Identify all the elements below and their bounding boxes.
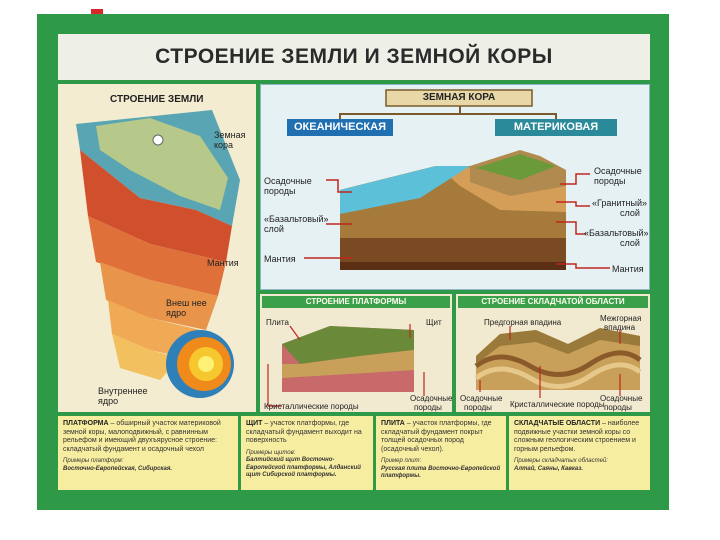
continental-tab <box>495 119 617 136</box>
definition-text: – участок платформы, где складчатый фунд… <box>381 420 492 453</box>
connector-left <box>339 106 461 119</box>
platform-sediment-label-1: Осадочные <box>410 394 453 403</box>
definition-text: – наиболее подвижные участки земной коры… <box>514 420 640 453</box>
red-marker <box>91 9 103 14</box>
crust-label-line2: кора <box>214 140 234 150</box>
pointer-right-basalt <box>556 221 586 235</box>
definition-shield: ЩИТ – участок платформы, где складчатый … <box>241 416 373 490</box>
block-base <box>340 262 566 270</box>
fold-sediment2-label-2: породы <box>604 403 632 412</box>
foredeep-label: Предгорная впадина <box>484 318 562 327</box>
definition-example-label: Примеры щитов: <box>246 449 296 456</box>
left-label-sediment-1: Осадочные <box>264 176 312 186</box>
fold-sediment2-label-1: Осадочные <box>600 394 643 403</box>
oceanic-tab-label: ОКЕАНИЧЕСКАЯ <box>294 121 386 133</box>
right-label-basalt-2: слой <box>620 238 640 248</box>
pointer-plate <box>289 325 301 341</box>
outer-core-label-line2: ядро <box>166 308 187 318</box>
shield-label: Щит <box>426 318 442 327</box>
mantle-layer-2 <box>88 216 226 296</box>
definition-example: Русская плита Восточно-Европейской платф… <box>381 465 501 480</box>
pointer-left-sediment <box>326 179 352 193</box>
left-label-sediment-2: породы <box>264 186 296 196</box>
mantle-label: Мантия <box>207 258 239 268</box>
definition-example-label: Примеры платформ: <box>63 458 124 464</box>
ocean-water <box>340 166 470 214</box>
fold-layer-1 <box>474 350 642 377</box>
right-label-granite-1: «Гранитный» <box>592 198 647 208</box>
fold-mountains <box>476 328 640 364</box>
land-surface <box>96 118 228 210</box>
crust-heading: ЗЕМНАЯ КОРА <box>422 92 496 103</box>
definition-term: ПЛАТФОРМА <box>63 420 109 427</box>
inner-core-label-line2: ядро <box>98 396 119 406</box>
inner-core-label-line1: Внутреннее <box>98 386 148 396</box>
pointer-right-granite <box>556 201 590 207</box>
definition-platform: ПЛАТФОРМА – обширный участок материковой… <box>58 416 238 490</box>
oceanic-tab <box>287 119 393 136</box>
definition-fold-area: СКЛАДЧАТЫЕ ОБЛАСТИ – наиболее подвижные … <box>509 416 650 490</box>
intermontane-label-2: впадина <box>604 323 636 332</box>
right-label-mantle: Мантия <box>612 264 644 274</box>
pointer-crystalline <box>267 364 282 407</box>
core-center <box>198 356 214 372</box>
inner-core-slice <box>112 334 180 380</box>
definition-example: Балтийский щит Восточно-Европейской плат… <box>246 457 361 478</box>
location-marker-icon <box>152 134 164 146</box>
mantle-layer-3 <box>100 262 218 330</box>
mantle-layer-1 <box>80 150 232 262</box>
fold-sediment-label-2: породы <box>464 403 492 412</box>
outer-core-label-line1: Внеш нее <box>166 298 207 308</box>
left-label-basalt-1: «Базальтовый» <box>264 214 329 224</box>
definition-example: Восточно-Европейская, Сибирская. <box>63 465 173 472</box>
earth-heading: СТРОЕНИЕ ЗЕМЛИ <box>110 94 204 105</box>
platform-sediment-label-2: породы <box>414 403 442 412</box>
fold-crystalline-label: Кристаллические породы <box>510 400 605 409</box>
definition-example-label: Пример плит: <box>381 458 422 464</box>
definition-text: – участок платформы, где складчатый фунд… <box>246 420 362 444</box>
fold-sediment-label-1: Осадочные <box>460 394 503 403</box>
pointer-right-mantle <box>556 263 610 269</box>
plate-label: Плита <box>266 318 289 327</box>
definition-example-label: Примеры складчатых областей: <box>514 458 608 464</box>
right-label-granite-2: слой <box>620 208 640 218</box>
left-label-basalt-2: слой <box>264 224 284 234</box>
right-label-sediment-2: породы <box>594 176 626 186</box>
definition-plate: ПЛИТА – участок платформы, где складчаты… <box>376 416 506 490</box>
crust-label-line1: Земная <box>214 130 246 140</box>
definition-term: ПЛИТА <box>381 420 405 427</box>
connector-right <box>460 113 557 119</box>
crystalline-label: Кристаллические породы <box>264 402 359 411</box>
left-label-mantle: Мантия <box>264 254 296 264</box>
definition-text: – обширный участок материковой земной ко… <box>63 420 221 453</box>
platform-sediment <box>282 350 414 378</box>
fold-heading: СТРОЕНИЕ СКЛАДЧАТОЙ ОБЛАСТИ <box>481 297 625 306</box>
definition-term: ЩИТ <box>246 420 263 427</box>
platform-heading-bar <box>262 296 450 308</box>
fold-layer-2 <box>474 362 642 389</box>
pointer-right-sediment <box>560 173 590 185</box>
continental-tab-label: МАТЕРИКОВАЯ <box>513 121 599 133</box>
definition-example: Алтай, Саяны, Кавказ. <box>514 465 583 472</box>
title-band: СТРОЕНИЕ ЗЕМЛИ И ЗЕМНОЙ КОРЫ <box>58 34 650 80</box>
vegetation <box>476 154 556 180</box>
fold-heading-bar <box>458 296 648 308</box>
right-label-sediment-1: Осадочные <box>594 166 642 176</box>
right-label-basalt-1: «Базальтовый» <box>584 228 649 238</box>
plate-surface <box>282 326 414 364</box>
definition-term: СКЛАДЧАТЫЕ ОБЛАСТИ <box>514 420 601 427</box>
intermontane-label-1: Межгорная <box>600 314 642 323</box>
page-title: СТРОЕНИЕ ЗЕМЛИ И ЗЕМНОЙ КОРЫ <box>155 45 553 68</box>
platform-heading: СТРОЕНИЕ ПЛАТФОРМЫ <box>305 297 407 306</box>
